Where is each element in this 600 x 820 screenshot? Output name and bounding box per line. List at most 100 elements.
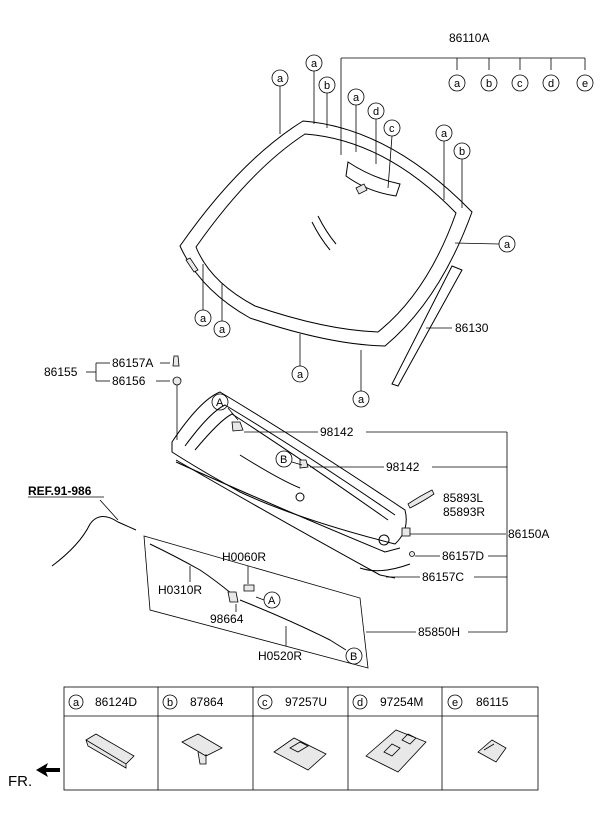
callout-A-1: A: [211, 393, 239, 421]
legend-cell-e: e 86115: [447, 694, 509, 710]
label-86155: 86155: [44, 365, 78, 379]
bracket-97257U-drawing[interactable]: [273, 737, 327, 771]
svg-text:d: d: [357, 697, 363, 709]
callout-b-top: b: [480, 74, 498, 92]
callout-a-4: a: [435, 124, 453, 200]
svg-text:B: B: [350, 651, 357, 663]
label-85893L: 85893L: [443, 491, 483, 505]
callout-b-2: b: [453, 142, 471, 208]
washer-hose-box: [143, 535, 369, 669]
svg-text:a: a: [219, 324, 226, 336]
svg-text:B: B: [280, 454, 287, 466]
side-molding[interactable]: [391, 265, 463, 387]
callout-a-9: a: [352, 350, 370, 408]
legend-cell-b: b 87864: [162, 694, 224, 710]
svg-text:a: a: [353, 92, 360, 104]
svg-text:a: a: [73, 697, 80, 709]
svg-text:c: c: [262, 697, 268, 709]
callout-c-top: c: [511, 74, 529, 92]
label-86156: 86156: [112, 374, 146, 388]
hose-H0060R-part[interactable]: [243, 584, 255, 592]
svg-text:A: A: [268, 595, 276, 607]
svg-text:97254M: 97254M: [380, 695, 423, 709]
svg-text:c: c: [517, 78, 523, 90]
connector-98664-part[interactable]: [227, 591, 239, 603]
callout-a-3: a: [347, 88, 365, 152]
windshield-callout-bracket: [340, 57, 586, 155]
label-98664: 98664: [210, 612, 244, 626]
clip-86157D-part[interactable]: [409, 551, 415, 557]
svg-text:86124D: 86124D: [95, 695, 137, 709]
legend-cell-d: d 97254M: [352, 694, 423, 710]
svg-text:A: A: [216, 397, 224, 409]
callout-a-5: a: [454, 235, 516, 253]
hose-H0520R-part[interactable]: [239, 599, 347, 651]
label-86150A: 86150A: [508, 527, 549, 541]
mirror-mount-86115-drawing[interactable]: [477, 739, 507, 763]
label-ref-91-986[interactable]: REF.91-986: [28, 484, 92, 498]
legend-cell-a: a 86124D: [68, 694, 137, 710]
label-86157D: 86157D: [442, 549, 484, 563]
label-H0310R: H0310R: [158, 583, 202, 597]
clip-87864-drawing[interactable]: [181, 733, 223, 765]
svg-text:87864: 87864: [190, 695, 224, 709]
cowl-seal[interactable]: [175, 459, 396, 579]
front-arrow-icon: [36, 763, 60, 777]
bracket-85893-part[interactable]: [407, 489, 435, 509]
legend-table: [63, 686, 539, 791]
cowl-top-cover[interactable]: [171, 391, 407, 553]
callout-c-1: c: [383, 119, 401, 189]
svg-text:c: c: [389, 123, 395, 135]
cowl-86150A-part[interactable]: [401, 527, 411, 537]
svg-text:e: e: [452, 697, 458, 709]
callout-a-2: a: [305, 54, 323, 124]
svg-text:b: b: [459, 146, 465, 158]
callout-a-7: a: [213, 283, 231, 338]
svg-text:a: a: [277, 73, 284, 85]
callout-b-1: b: [318, 76, 336, 128]
washer-hose-ref[interactable]: [51, 516, 137, 567]
svg-text:a: a: [441, 128, 448, 140]
label-85893R: 85893R: [443, 505, 485, 519]
spacer-86124D-drawing[interactable]: [85, 733, 135, 769]
svg-text:b: b: [324, 80, 330, 92]
callout-e-top: e: [576, 74, 594, 92]
label-98142-b: 98142: [386, 460, 420, 474]
clip-86156-part[interactable]: [172, 376, 182, 386]
clip-98142-a-part[interactable]: [231, 421, 244, 432]
legend-cell-c: c 97257U: [257, 694, 327, 710]
spacer-piece-left[interactable]: [185, 257, 199, 273]
sensor-mount-piece[interactable]: [355, 183, 368, 195]
svg-text:a: a: [504, 239, 511, 251]
svg-text:a: a: [297, 369, 304, 381]
clip-86157A-part[interactable]: [172, 355, 180, 367]
clip-98142-b-part[interactable]: [299, 459, 309, 469]
label-86157C: 86157C: [422, 570, 464, 584]
callout-a-8: a: [291, 334, 309, 383]
label-H0060R: H0060R: [222, 550, 266, 564]
svg-text:b: b: [486, 78, 492, 90]
callout-d-1: d: [367, 102, 385, 164]
label-98142-a: 98142: [320, 425, 354, 439]
svg-text:97257U: 97257U: [285, 695, 327, 709]
label-H0520R: H0520R: [258, 649, 302, 663]
callout-a-6: a: [194, 264, 212, 327]
clip-86157C-part[interactable]: [359, 563, 411, 572]
svg-text:86115: 86115: [476, 695, 509, 709]
svg-text:a: a: [311, 58, 318, 70]
callout-A-2: A: [255, 591, 281, 609]
label-86130: 86130: [455, 321, 489, 335]
svg-text:d: d: [548, 78, 554, 90]
svg-text:d: d: [373, 106, 379, 118]
bracket-97254M-drawing[interactable]: [365, 729, 427, 773]
svg-text:a: a: [454, 78, 461, 90]
svg-text:a: a: [200, 313, 207, 325]
callout-a-top: a: [448, 74, 466, 92]
label-86157A: 86157A: [112, 356, 153, 370]
label-fr: FR.: [8, 773, 32, 790]
label-86110A: 86110A: [449, 31, 489, 45]
svg-text:e: e: [582, 78, 588, 90]
windshield-glass[interactable]: [179, 120, 473, 347]
svg-text:b: b: [167, 697, 173, 709]
hose-H0310R-part[interactable]: [149, 543, 233, 595]
